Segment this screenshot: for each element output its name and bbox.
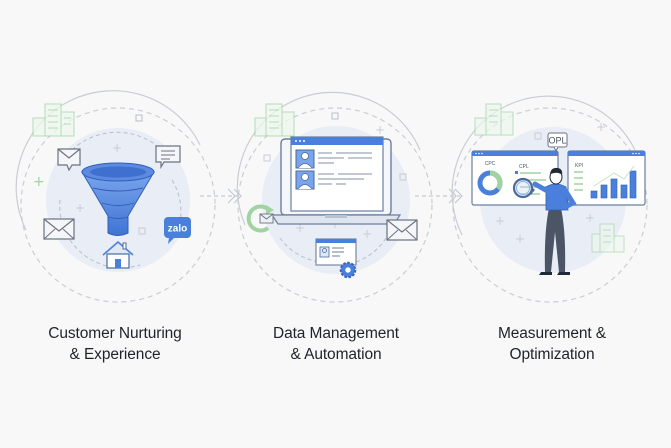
kpi-label: KPI	[575, 163, 583, 169]
profile-settings-icon	[315, 238, 357, 266]
step-2-title-line-2: & Automation	[290, 346, 382, 363]
connector-arrow-1	[200, 188, 242, 204]
envelope-icon	[43, 218, 75, 240]
svg-text:+: +	[295, 221, 305, 235]
step-3-illustration: + + + + OPL CPC CPL	[451, 95, 648, 303]
svg-text:+: +	[495, 214, 505, 228]
magnifier-icon	[512, 177, 535, 199]
chat-bubble-icon	[155, 145, 181, 170]
email-icon	[57, 148, 81, 172]
step-3-title: Measurement & Optimization	[452, 323, 652, 365]
home-icon	[102, 240, 134, 269]
building-icon	[591, 223, 625, 253]
svg-text:+: +	[112, 141, 122, 155]
building-icon	[254, 103, 295, 137]
cpc-label: CPC	[485, 161, 496, 167]
user-profile-card-icon	[295, 149, 372, 190]
step-1-title-line-1: Customer Nurturing	[48, 325, 182, 342]
opl-badge: OPL	[547, 132, 568, 153]
svg-text:+: +	[375, 123, 385, 137]
donut-chart-icon	[477, 170, 503, 196]
envelope-icon	[386, 219, 418, 241]
step-2-illustration: + + + +	[236, 91, 433, 303]
funnel-icon	[81, 162, 155, 236]
laptop-icon	[270, 136, 402, 225]
svg-text:+: +	[515, 232, 525, 246]
step-2-title: Data Management & Automation	[236, 323, 436, 365]
gear-icon	[339, 261, 357, 279]
building-icon	[32, 103, 75, 137]
svg-text:+: +	[33, 174, 45, 190]
step-1-illustration: + + +	[15, 90, 216, 303]
connector-arrow-2	[415, 188, 463, 204]
opl-label: OPL	[548, 136, 566, 146]
zalo-label: zalo	[168, 224, 187, 235]
step-2-title-line-1: Data Management	[272, 325, 400, 342]
step-3-title-line-1: Measurement &	[497, 325, 607, 342]
bar-chart-icon: KPI	[567, 150, 646, 206]
svg-text:+: +	[362, 227, 372, 241]
zalo-icon: zalo	[164, 217, 191, 244]
step-1-title: Customer Nurturing & Experience	[15, 323, 215, 365]
svg-text:+: +	[75, 201, 85, 215]
person-icon	[532, 167, 577, 275]
svg-text:+: +	[596, 120, 606, 134]
svg-text:+: +	[585, 211, 595, 225]
refresh-mail-icon	[246, 204, 274, 233]
step-1-title-line-2: & Experience	[69, 346, 161, 363]
step-3-title-line-2: Optimization	[509, 346, 595, 363]
cpl-label: CPL	[519, 164, 529, 170]
dashboard-icon: CPC CPL	[471, 150, 559, 206]
building-icon	[474, 103, 514, 136]
